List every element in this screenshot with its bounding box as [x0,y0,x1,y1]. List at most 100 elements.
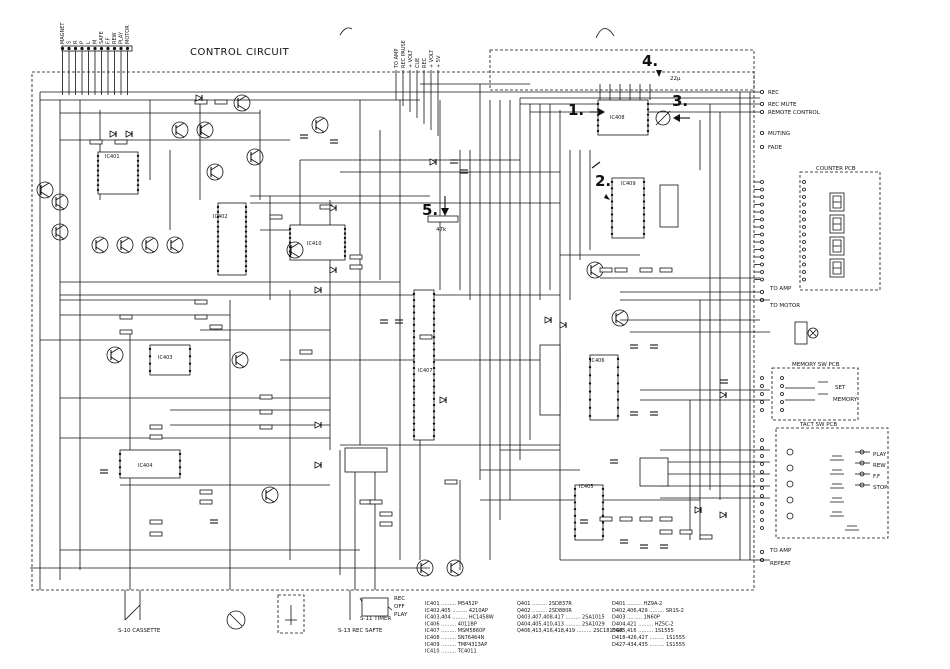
top-center-label: TO AMP [394,49,400,69]
output-label: TO AMP [769,286,792,292]
memory-pcb: MEMORY SW PCB SET MEMORY [771,362,859,421]
marker-3: 3. [655,92,690,126]
ic409-label: IC409 [621,181,636,187]
connector-label: R [73,40,79,44]
top-center-label: REC [422,57,428,68]
connector-label: MAGNET [60,22,66,44]
ic406-label: IC406 [590,358,605,364]
svg-text:5.: 5. [422,201,438,219]
ic403-block: IC403 [149,344,191,376]
signal-label: MUTING [768,131,790,137]
connector-label: PLAY [119,31,125,44]
top-center-label: CUE [415,58,421,68]
ic404-label: IC404 [138,463,153,469]
output-label: TO AMP [769,548,792,554]
wiring [30,51,770,590]
legend-diode-entry: D401 ……… HZ9A-2 [612,601,662,607]
top-center-label: + VOLT [408,49,414,68]
board-outline-top [489,49,755,91]
connector-label: S [67,41,73,44]
connector-label: P [80,41,86,44]
connector-label: MOTOR [125,25,131,44]
timer-pos-off: OFF [394,604,405,610]
connector-label: F.F [106,37,112,44]
ic409-block: IC409 [611,177,645,239]
ic407-label: IC407 [418,368,433,374]
connector-label: L [86,41,92,44]
svg-text:2.: 2. [595,172,611,190]
ic405-label: IC405 [579,484,594,490]
trim-pot-value: 47k [436,227,447,233]
bottom-switches: S-10 CASSETTE S-13 REC SAFTE S-11 TIMER … [118,590,408,634]
ic408-label: IC408 [610,115,625,121]
resistor-array [344,184,679,487]
right-signal-labels: REC REC MUTE REMOTE CONTROL MUTING FADE TO AM… [754,90,821,567]
tact-key-rew: REW [873,463,886,469]
ic405-block: IC405 [574,484,604,541]
counter-pcb-label: COUNTER PCB [816,166,856,172]
tact-key-ff: F.F [873,474,880,480]
c415-value: 22μ [670,76,681,82]
legend-ic-entry: IC407 ……… MSM5860P [425,628,485,634]
ic-pins [96,102,650,538]
connector-label: M [93,40,99,44]
legend-ic-entry: IC401 ……… M5452P [425,601,478,607]
tact-key-play: PLAY [873,452,887,458]
signal-label: REC [768,90,779,96]
top-left-connector [60,45,133,52]
legend-ic-entry: IC410 ……… TC4011 [425,649,477,655]
ic402-label: IC402 [213,214,228,220]
marker-2: 2. [591,161,611,200]
top-center-label: + 5V [436,55,442,68]
ic407-block: IC407 [413,289,435,441]
ic408-block: IC408 [597,99,649,136]
switch-timer: S-11 TIMER [360,616,391,622]
legend-ic-entry: IC403,404 ……… HC1458W [425,615,494,621]
memory-pcb-label: MEMORY SW PCB [792,362,840,368]
counter-pcb: COUNTER PCB [799,166,881,291]
memory-key-memory: MEMORY [833,397,858,403]
signal-label: REC MUTE [768,102,797,108]
connector-label: SAFE [99,31,105,44]
ic401-block: IC401 [97,151,139,195]
ic410-block: IC410 [289,224,346,261]
ic404-block: IC404 [119,449,181,479]
ic402-block: IC402 [213,202,247,276]
svg-text:1.: 1. [568,101,584,119]
switch-cassette: S-10 CASSETTE [118,628,161,634]
marker-4: 4. 22μ [642,52,681,82]
ic410-label: IC410 [307,241,322,247]
legend-transistor-entry: Q403,407,408,417 ……… 2SA1015 [517,615,605,621]
ic-blocks: IC401 IC402 IC403 IC404 IC405 IC406 IC40… [97,99,649,541]
legend-ic-entry: IC402,405 ……… 4210AP [425,608,488,614]
signal-label: REMOTE CONTROL [768,110,821,116]
legend-diode-entry: D403 ……… 1N60P [612,615,660,621]
legend-transistor-entry: Q406,413,416,418,419 ……… 2SC1815GR [517,628,624,634]
legend-diode-entry: D404,421 ……… HZ5C-2 [612,621,674,627]
legend-diode-entry: D402,406,429 ……… SR1S-2 [612,608,684,614]
tact-pcb: TACT SW PCB PLAY REW F.F STOP [775,422,889,539]
legend-transistor-entry: Q404,405,410,413 ……… 2SA1029 [517,621,605,627]
ic406-block: IC406 [589,354,619,421]
memory-key-set: SET [835,385,846,391]
marker-5: 5. 47k [422,196,459,233]
transistors [36,94,629,577]
legend-transistor-entry: Q402 ……… 2SD880R [517,608,572,614]
passive-components [89,94,728,549]
legend-transistor-entry: Q401 ……… 2SD837R [517,601,572,607]
top-center-label: + VOLT [429,49,435,68]
timer-pos-rec: REC [394,596,405,602]
switch-rec-safe: S-13 REC SAFTE [338,628,383,634]
signal-label: FADE [768,145,783,151]
page-artifacts [339,27,615,39]
diagram-title: CONTROL CIRCUIT [190,47,290,58]
svg-text:3.: 3. [672,92,688,110]
legend-diode-entry: D405,416 ……… 1S1555 [612,628,674,634]
tact-key-stop: STOP [873,485,888,491]
connector-label: REW [112,32,118,44]
motor-output [794,321,819,345]
top-center-label: REC PAUSE [401,40,407,68]
legend-diode-entry: D418-426,427 ……… 1S1555 [612,635,685,641]
legend-ic-entry: IC408 ……… SN76464N [425,635,485,641]
